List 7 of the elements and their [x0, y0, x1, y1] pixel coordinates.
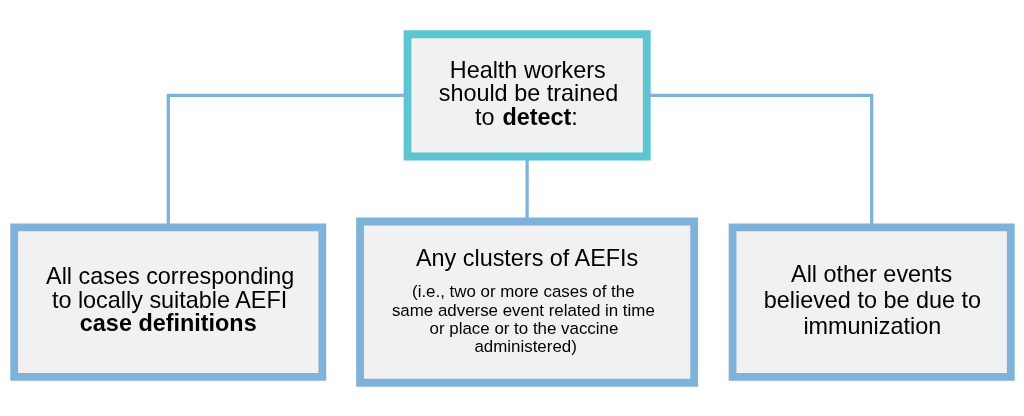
node-box: Any clusters of AEFIs (i.e., two or more cases of the same adverse event related in time or place or to the vaccine administered)	[355, 217, 698, 387]
connector	[166, 93, 407, 227]
node-box: All cases corresponding to locally suitable AEFI case definitions	[9, 222, 326, 381]
connector	[646, 93, 873, 227]
node-box: All other events believed to be due to immunization	[728, 222, 1015, 381]
node-box: Health workers should be trained to detect:	[403, 29, 651, 160]
connector	[525, 156, 529, 221]
